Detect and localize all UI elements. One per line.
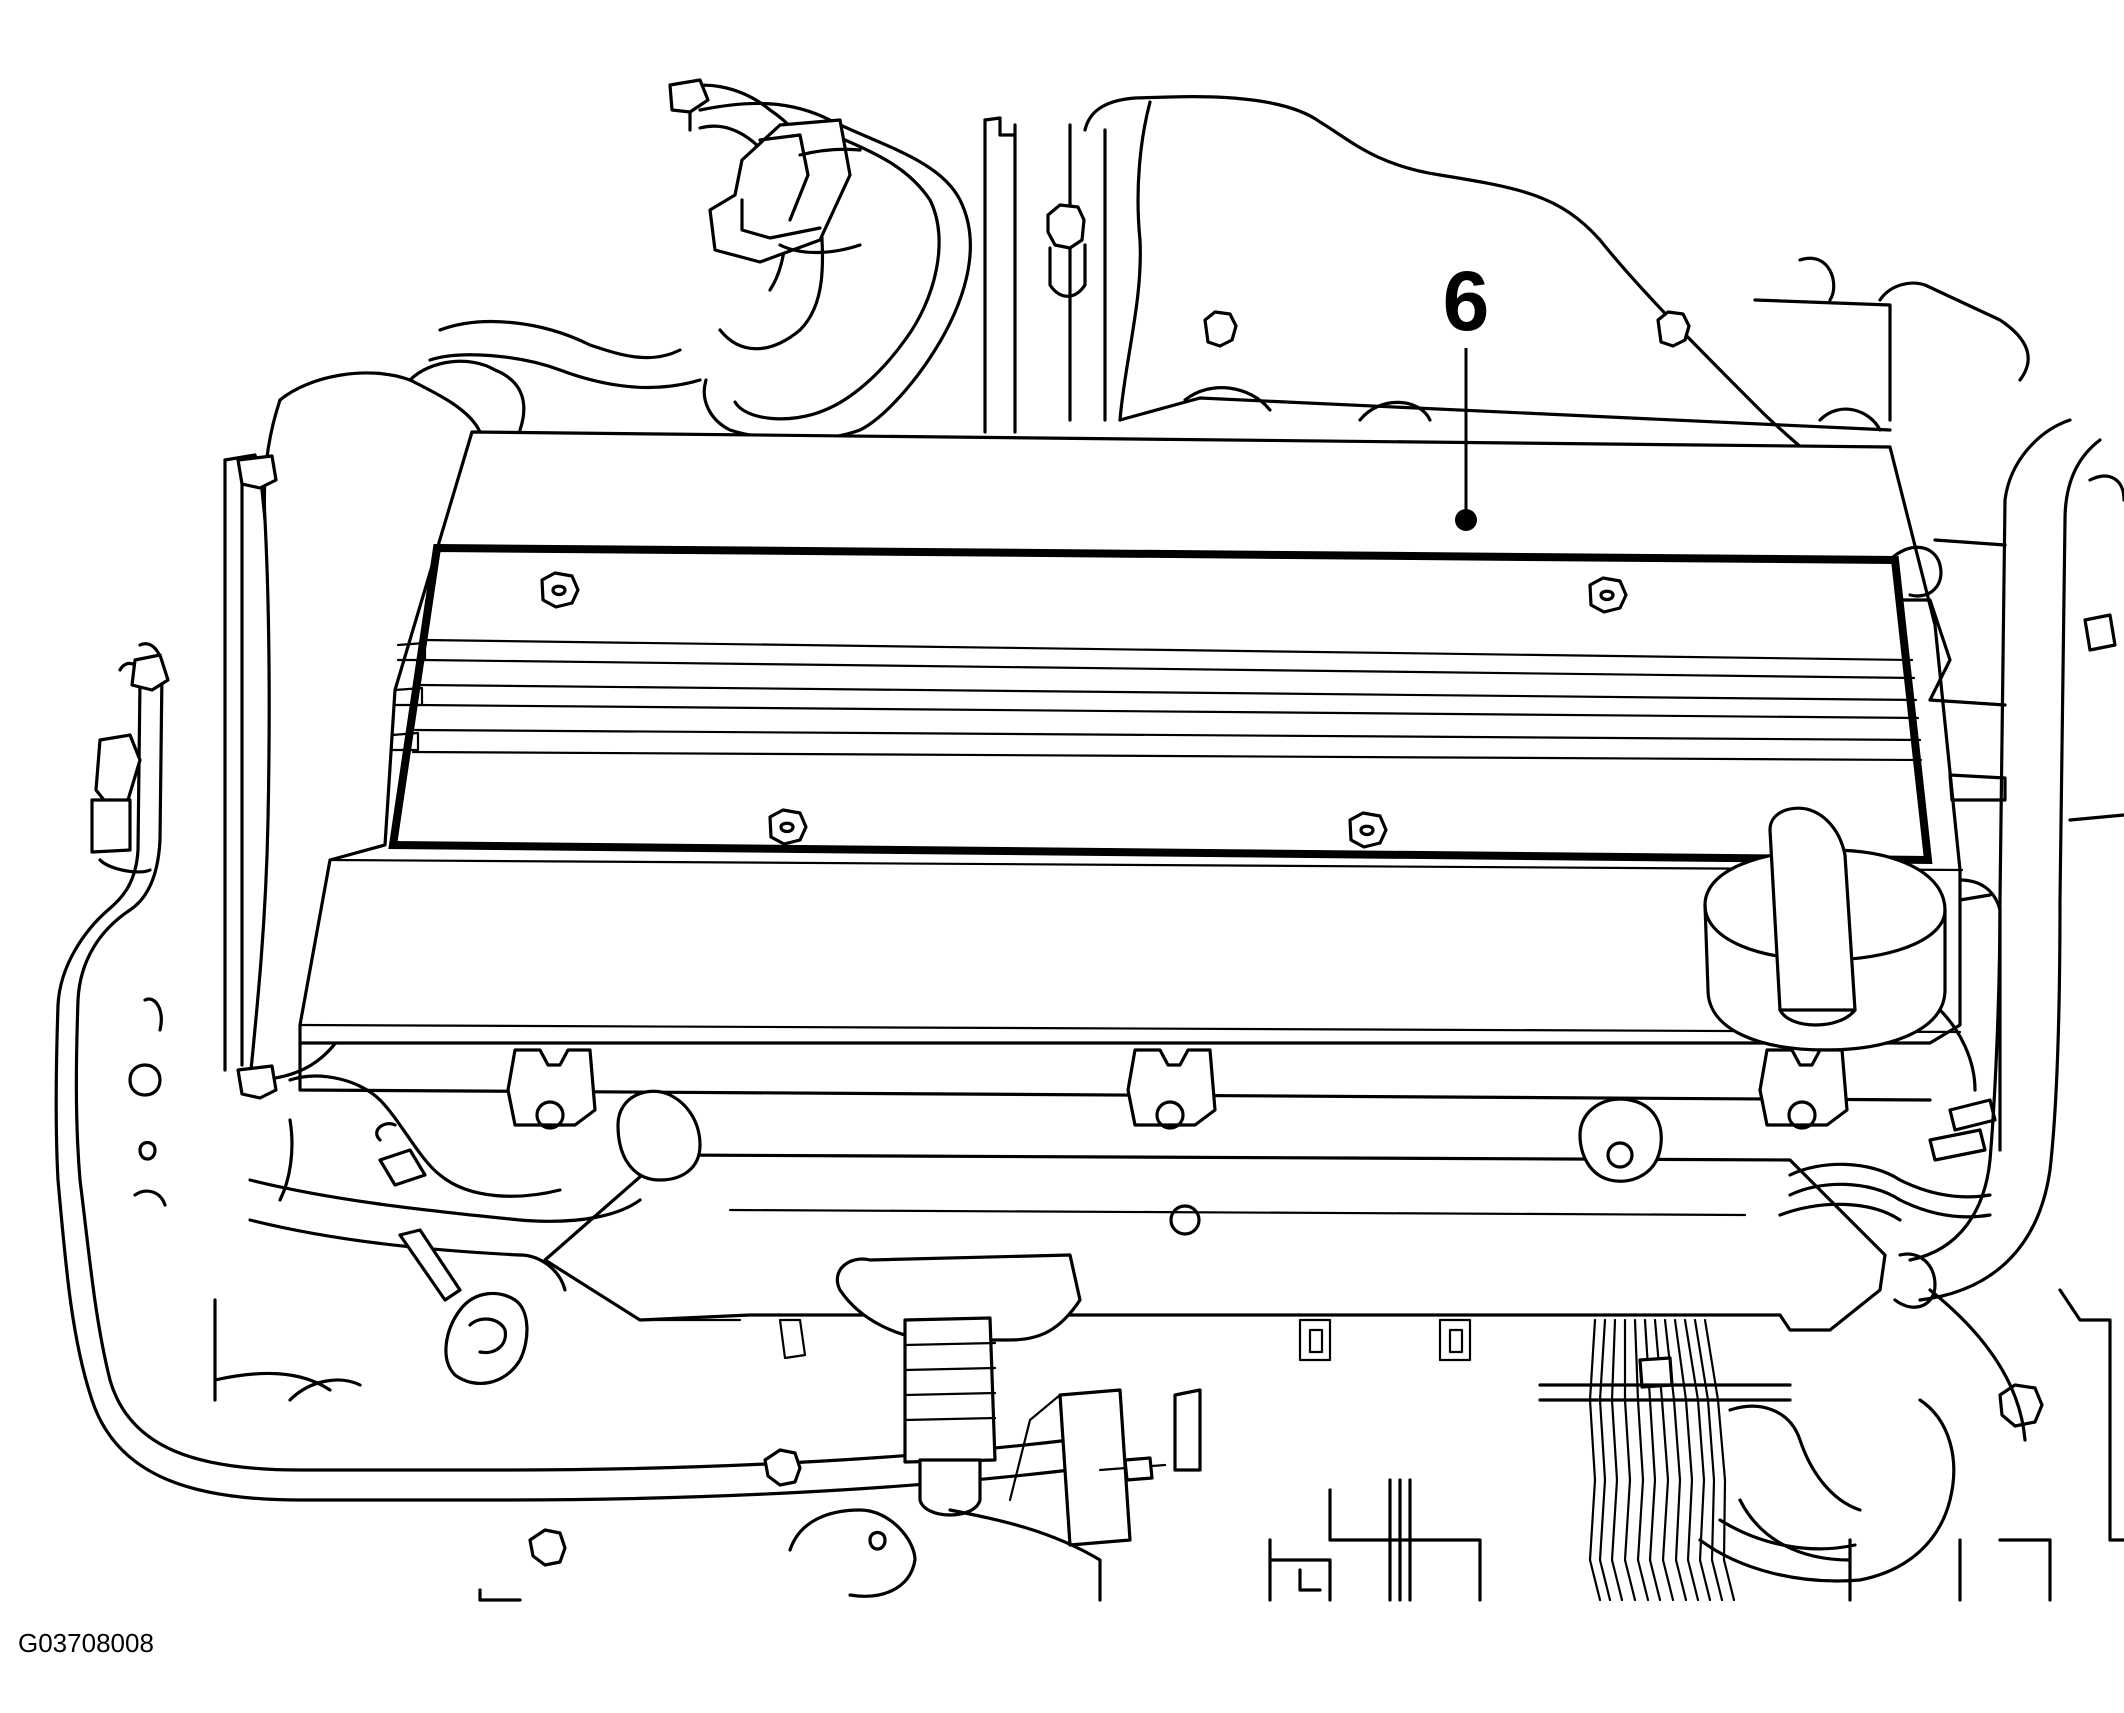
lower-left-parts xyxy=(213,1074,642,1402)
callout-number: 6 xyxy=(1443,254,1490,348)
housing-bolts xyxy=(1046,203,1691,348)
intake-housing xyxy=(983,95,2030,502)
figure-code: G03708008 xyxy=(18,1628,154,1658)
right-harness xyxy=(1778,418,2102,1309)
wiring-bundle xyxy=(1538,1318,1956,1602)
oil-filler-cap xyxy=(1703,806,1947,1052)
valve-cover xyxy=(298,430,1964,1102)
callout-6: 6 xyxy=(1443,254,1490,531)
upper-hoses xyxy=(668,78,972,442)
lower-fittings xyxy=(478,1253,1202,1602)
fuel-lines xyxy=(54,642,1072,1502)
ignition-module xyxy=(506,1048,1887,1362)
lower-frame xyxy=(1268,1478,2052,1602)
